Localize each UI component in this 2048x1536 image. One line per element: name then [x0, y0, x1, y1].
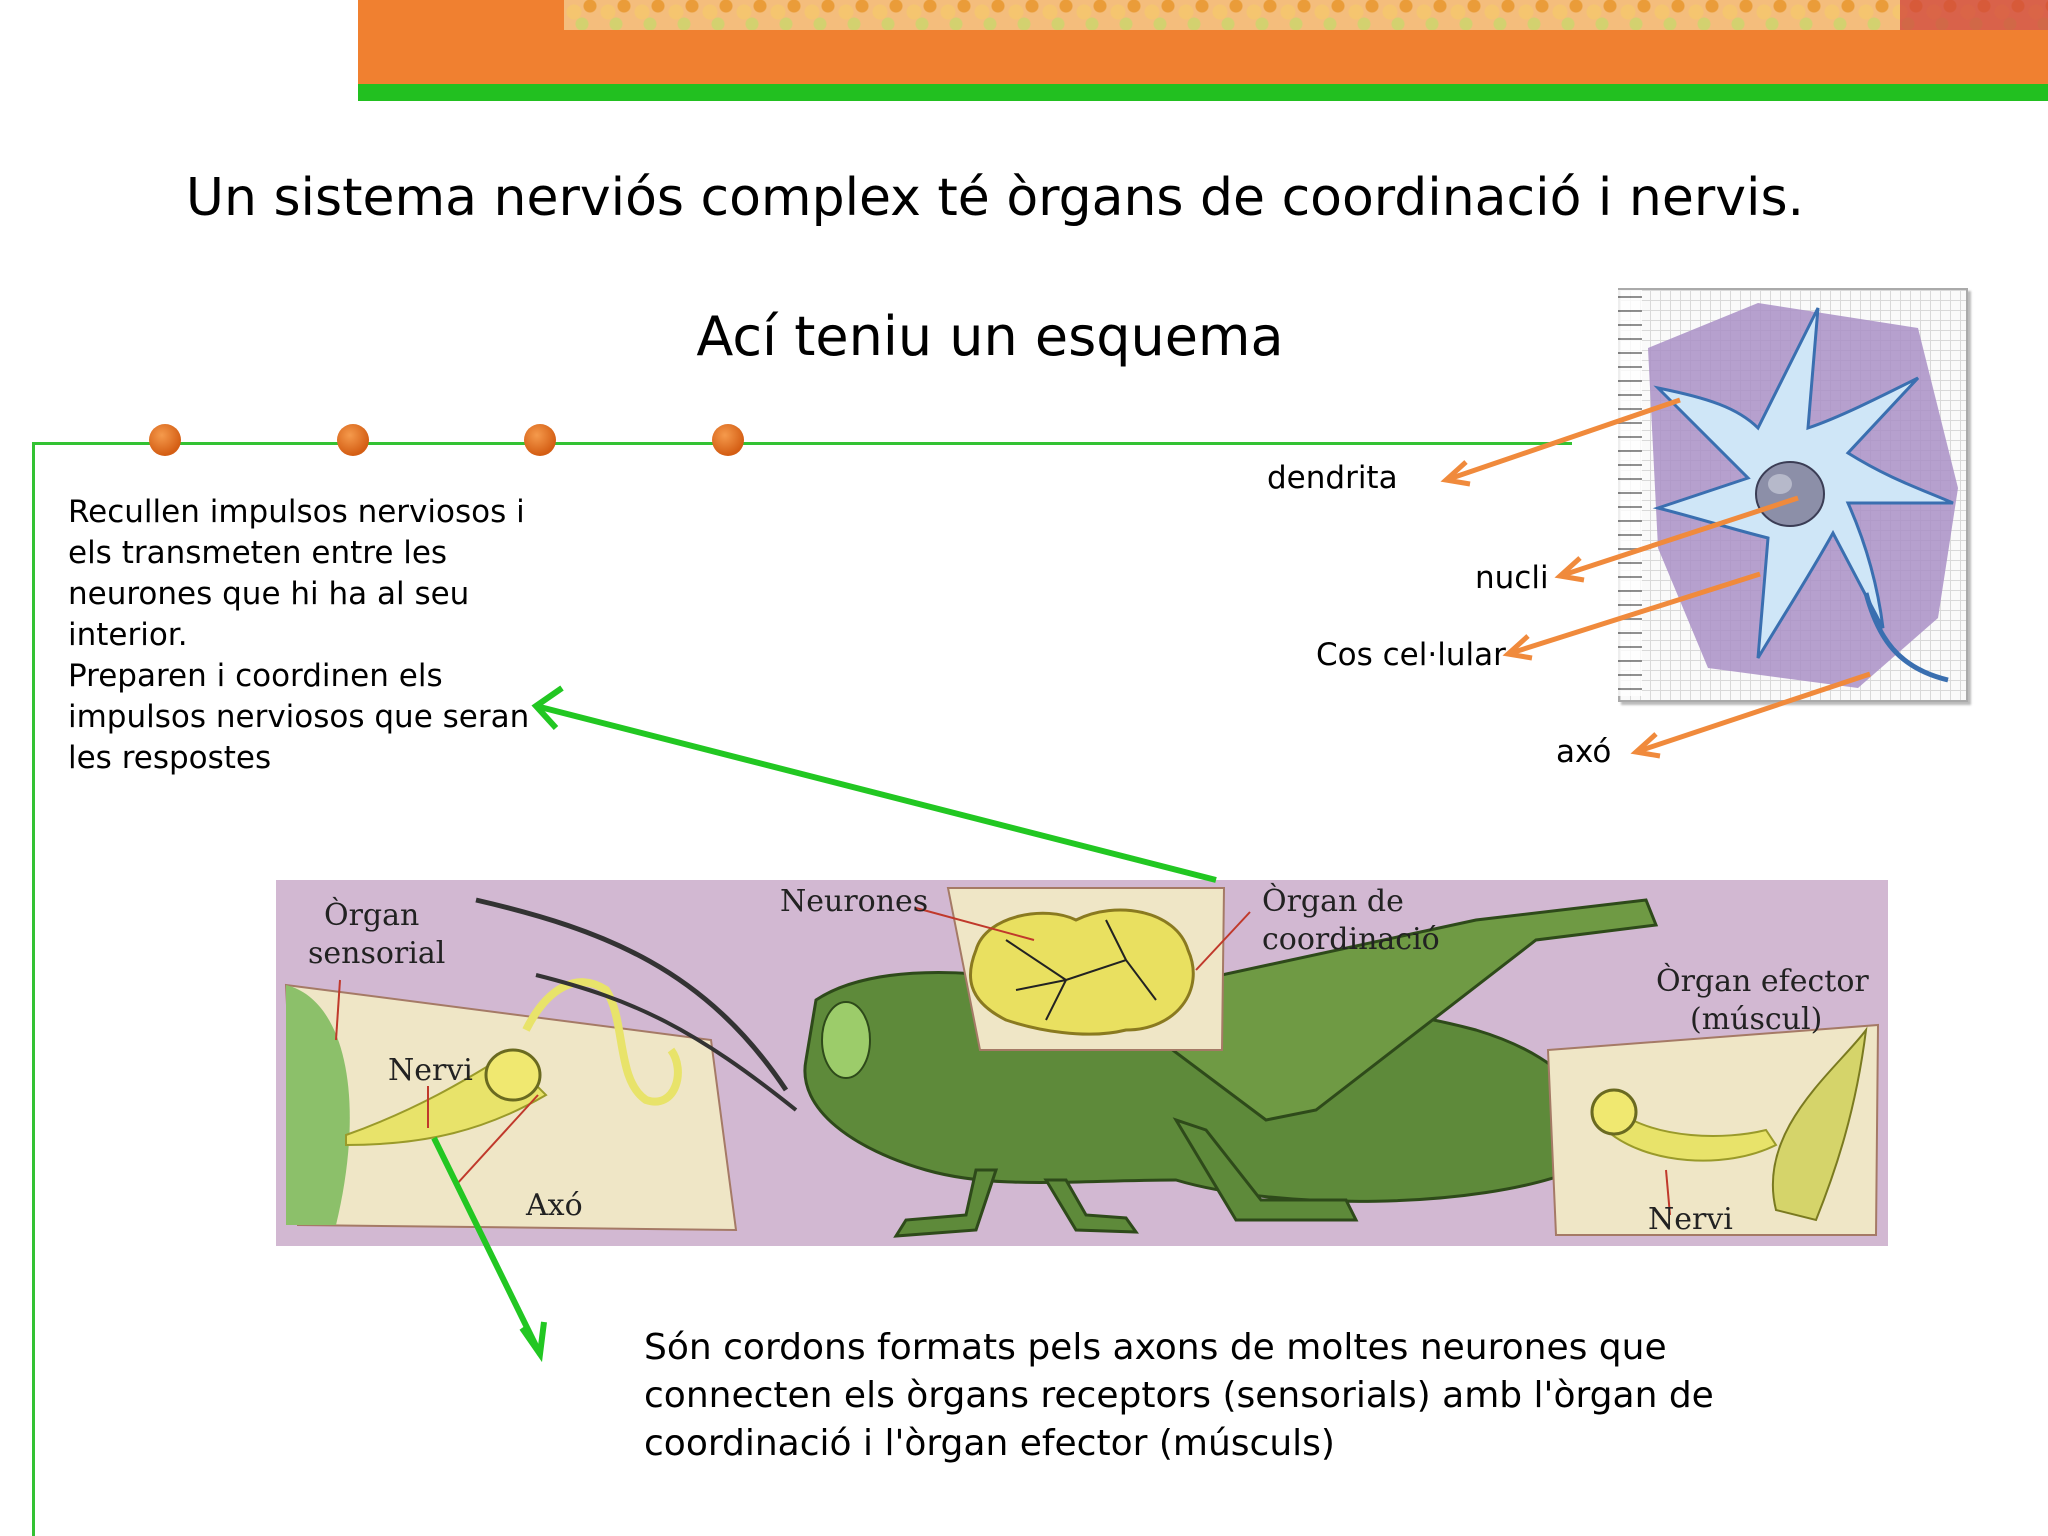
frame-line	[32, 442, 35, 1536]
green-arrow	[535, 703, 1217, 883]
neuron-ganglion	[969, 908, 1195, 1036]
frame-dot	[524, 424, 556, 456]
coordination-text-1: Recullen impulsos nerviosos i els transm…	[68, 494, 525, 653]
frame-line	[32, 442, 1572, 445]
green-arrow-head	[519, 1321, 547, 1363]
label-effector-organ: Òrgan efector	[1656, 964, 1869, 999]
grasshopper-hind-leg	[1102, 898, 1659, 1122]
orange-arrow-head	[1630, 732, 1661, 759]
grasshopper-eye	[821, 1001, 871, 1079]
orange-arrow-head	[1440, 460, 1471, 487]
label-nerve-right: Nervi	[1648, 1202, 1733, 1237]
label-sensory-organ: Òrgan	[324, 898, 420, 933]
slide-subtitle: Ací teniu un esquema	[696, 305, 1284, 368]
effector-nerve-section	[1590, 1088, 1638, 1136]
frame-dot	[712, 424, 744, 456]
neuron-drawing	[1648, 303, 1958, 688]
label-nucleus: nucli	[1475, 560, 1549, 596]
coordination-text-2: Preparen i coordinen els impulsos nervio…	[68, 658, 530, 776]
axon-fiber	[522, 978, 682, 1106]
frame-dot	[149, 424, 181, 456]
label-neurons: Neurones	[780, 884, 929, 919]
header-strip	[358, 84, 2048, 101]
grasshopper-leg	[1172, 1117, 1359, 1222]
antenna	[475, 897, 789, 1092]
neuron-network	[1005, 919, 1157, 1021]
label-nerve-left: Nervi	[388, 1053, 473, 1088]
nerve-description: Són cordons formats pels axons de moltes…	[644, 1327, 1714, 1464]
header-pattern	[1900, 0, 2048, 30]
label-effector-organ: (múscul)	[1690, 1002, 1823, 1037]
slide-title: Un sistema nerviós complex té òrgans de …	[185, 168, 1805, 228]
antenna	[535, 973, 798, 1112]
label-dendrite: dendrita	[1267, 460, 1398, 496]
label-coordination-organ: Òrgan de	[1262, 884, 1404, 919]
sensory-organ	[286, 985, 350, 1225]
grasshopper-leg	[893, 1168, 999, 1238]
label-coordination-organ: coordinació	[1262, 922, 1440, 957]
label-sensory-organ: sensorial	[308, 936, 446, 971]
effector-nerve	[1604, 1108, 1778, 1162]
orange-arrow-head	[1554, 556, 1585, 583]
orange-arrow-head	[1502, 634, 1533, 661]
label-axon-diagram: Axó	[526, 1188, 583, 1223]
header-pattern	[564, 0, 2048, 30]
label-cell-body: Cos cel·lular	[1316, 637, 1506, 673]
neuron-nucleus	[1755, 461, 1825, 527]
frame-dot	[337, 424, 369, 456]
grasshopper-drawing	[284, 887, 1880, 1238]
green-arrow-head	[531, 685, 564, 731]
label-axon: axó	[1556, 734, 1612, 770]
effector-muscle	[1771, 1026, 1868, 1222]
nerve-cross-section	[484, 1048, 542, 1102]
grasshopper-leg	[1043, 1178, 1139, 1234]
neuron-axon	[1863, 592, 1949, 683]
coordination-organ-description: Recullen impulsos nerviosos i els transm…	[68, 492, 538, 779]
